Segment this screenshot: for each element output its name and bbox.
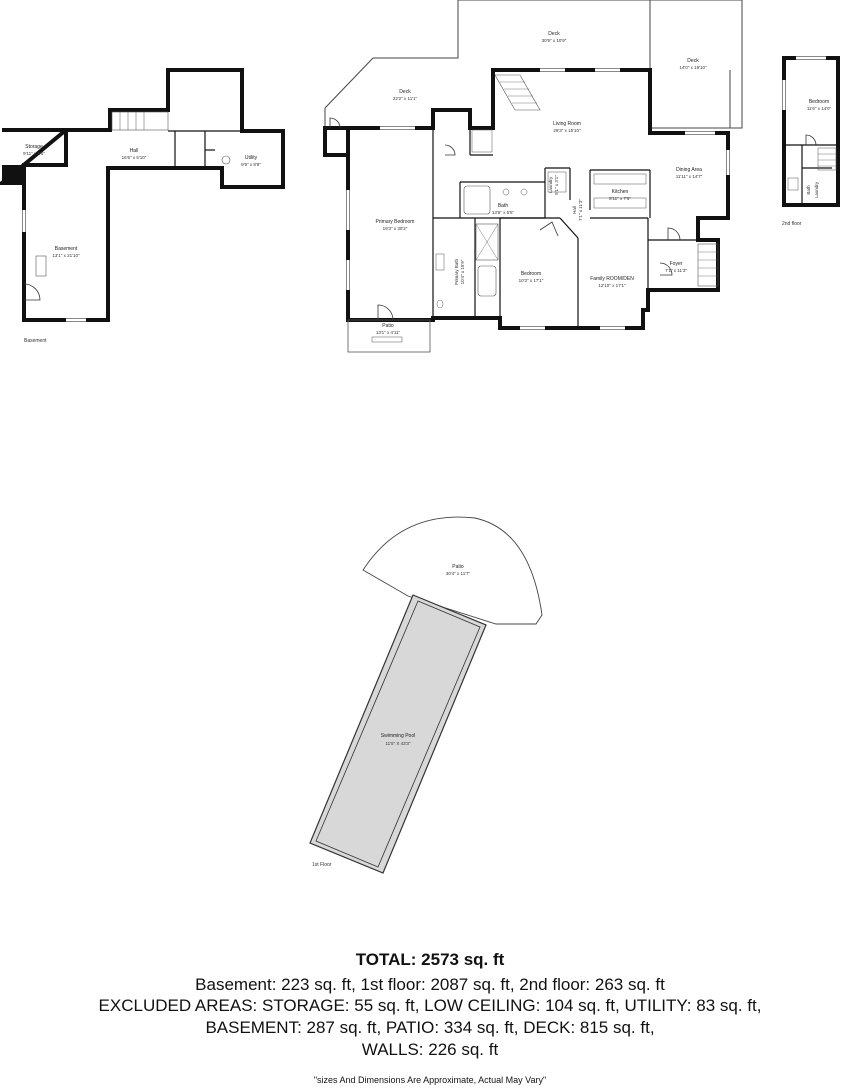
appliance-outline [35, 255, 47, 277]
kitchen-counter-2 [593, 197, 647, 209]
door-swing-icon [377, 304, 394, 321]
vanity-outline [435, 253, 445, 271]
swimming-pool [309, 594, 487, 874]
foyer-label: Foyer [670, 261, 683, 267]
bedroom-main-label: Bedroom [521, 271, 541, 277]
second-floor-label: 2nd floor [782, 221, 802, 227]
kitchen-counter [593, 173, 647, 185]
primary-bedroom-label: Primary Bedroom [376, 219, 415, 225]
basement-floor: Storage 9'11" x 5'6" Hall 16'6" x 5'10" … [0, 68, 285, 344]
toilet-icon [436, 299, 444, 309]
utility-dim: 9'9" x 8'8" [241, 162, 261, 167]
hall-basement-dim: 16'6" x 5'10" [122, 155, 147, 160]
kitchen-label: Kitchen [612, 189, 629, 195]
door-swing-icon [805, 134, 817, 146]
door-swing-icon [444, 144, 456, 156]
sink-icon-2 [520, 188, 528, 196]
floor-areas-line: Basement: 223 sq. ft, 1st floor: 2087 sq… [195, 975, 665, 994]
patio-pool-dim: 30'4" x 11'7" [446, 571, 471, 576]
upper-stairs [817, 147, 837, 171]
total-area: TOTAL: 2573 sq. ft [355, 950, 505, 969]
pool-area: Patio 30'4" x 11'7" Swimming Pool 11'5" … [309, 516, 543, 874]
low-ceiling-block [2, 165, 24, 183]
patio-small-dim: 13'1" x 4'11" [376, 330, 401, 335]
hall-main-label: Hall [572, 206, 577, 214]
bathtub-outline [477, 265, 497, 297]
bedroom-main-dim: 10'3" x 17'1" [519, 278, 544, 283]
patio-pool-label: Patio [452, 564, 464, 570]
second-floor: Bedroom 11'6" x 14'0" Bath Laundry 2nd f… [782, 56, 840, 227]
first-floor-label: 1st Floor [312, 862, 332, 868]
disclaimer-note: "sizes And Dimensions Are Approximate, A… [313, 1075, 547, 1085]
hall-basement-label: Hall [130, 148, 139, 154]
patio-small-outline [347, 319, 431, 353]
primary-bath-dim: 10'4" x 15'9" [460, 259, 465, 284]
pool-label: Swimming Pool [381, 733, 415, 739]
walls-line: WALLS: 226 sq. ft [361, 1040, 499, 1059]
pool-dim: 11'5" X 43'3" [385, 741, 410, 746]
deck-right-label: Deck [687, 58, 699, 64]
storage-label: Storage [25, 144, 43, 150]
storage-dim: 9'11" x 5'6" [23, 151, 45, 156]
water-heater-icon [221, 155, 231, 165]
laundry-label: Laundry [548, 176, 553, 193]
door-swing-icon [23, 283, 41, 301]
shower-outline-2 [787, 177, 799, 191]
door-swing-icon [667, 227, 681, 241]
basement-floor-label: Basement [24, 338, 47, 344]
door-swing-icon [539, 221, 559, 237]
laundry-2nd-label: Laundry [814, 181, 819, 198]
bathtub-outline-2 [463, 185, 491, 215]
sink-icon [502, 188, 510, 196]
basement-room-dim: 13'1" x 21'10" [52, 253, 80, 258]
bedroom-2nd-label: Bedroom [809, 99, 829, 105]
deck-outline [324, 0, 743, 129]
main-stairs [471, 74, 719, 287]
deck-top-label: Deck [548, 31, 560, 37]
dining-area-dim: 11'11" x 14'7" [676, 174, 703, 179]
deck-top-dim: 30'9" x 10'9" [542, 38, 567, 43]
bath-2nd-label: Bath [806, 185, 811, 195]
family-room-label: Family ROOM/DEN [590, 276, 634, 282]
foyer-dim: 7'1" x 11'3" [665, 268, 687, 273]
door-swing-icon [659, 262, 673, 276]
deck-right-dim: 14'0" x 19'10" [679, 65, 707, 70]
bath-dim: 13'6" x 5'5" [492, 210, 515, 215]
living-room-label: Living Room [553, 121, 581, 127]
shower-outline [475, 223, 499, 261]
first-floor: Deck 22'2" x 11'1" Deck 30'9" x 10'9" De… [323, 0, 743, 353]
deck-left-dim: 22'2" x 11'1" [393, 96, 418, 101]
kitchen-dim: 8'11" x 7'6" [609, 196, 631, 201]
basement-stairs [111, 111, 169, 131]
excluded-areas-line: EXCLUDED AREAS: STORAGE: 55 sq. ft, LOW … [98, 996, 762, 1015]
hall-main-dim: 7'1" x 11'3" [578, 199, 583, 221]
door-swing-icon [329, 117, 341, 129]
excluded-areas-line-2: BASEMENT: 287 sq. ft, PATIO: 334 sq. ft,… [205, 1018, 655, 1037]
patio-small-label: Patio [382, 323, 394, 329]
laundry-dim: 5'1" x 3'1" [554, 175, 559, 195]
laundry-machine [547, 171, 567, 193]
utility-label: Utility [245, 155, 258, 161]
bath-label: Bath [498, 203, 509, 209]
dining-area-label: Dining Area [676, 167, 702, 173]
primary-bath-label: Primary Bath [454, 259, 459, 286]
family-room-dim: 12'10" x 17'1" [598, 283, 626, 288]
bedroom-2nd-dim: 11'6" x 14'0" [807, 106, 832, 111]
deck-left-label: Deck [399, 89, 411, 95]
basement-room-label: Basement [55, 246, 78, 252]
patio-pool-outline [362, 516, 543, 625]
primary-bedroom-dim: 19'3" x 30'2" [383, 226, 408, 231]
living-room-dim: 29'3" x 15'10" [553, 128, 581, 133]
